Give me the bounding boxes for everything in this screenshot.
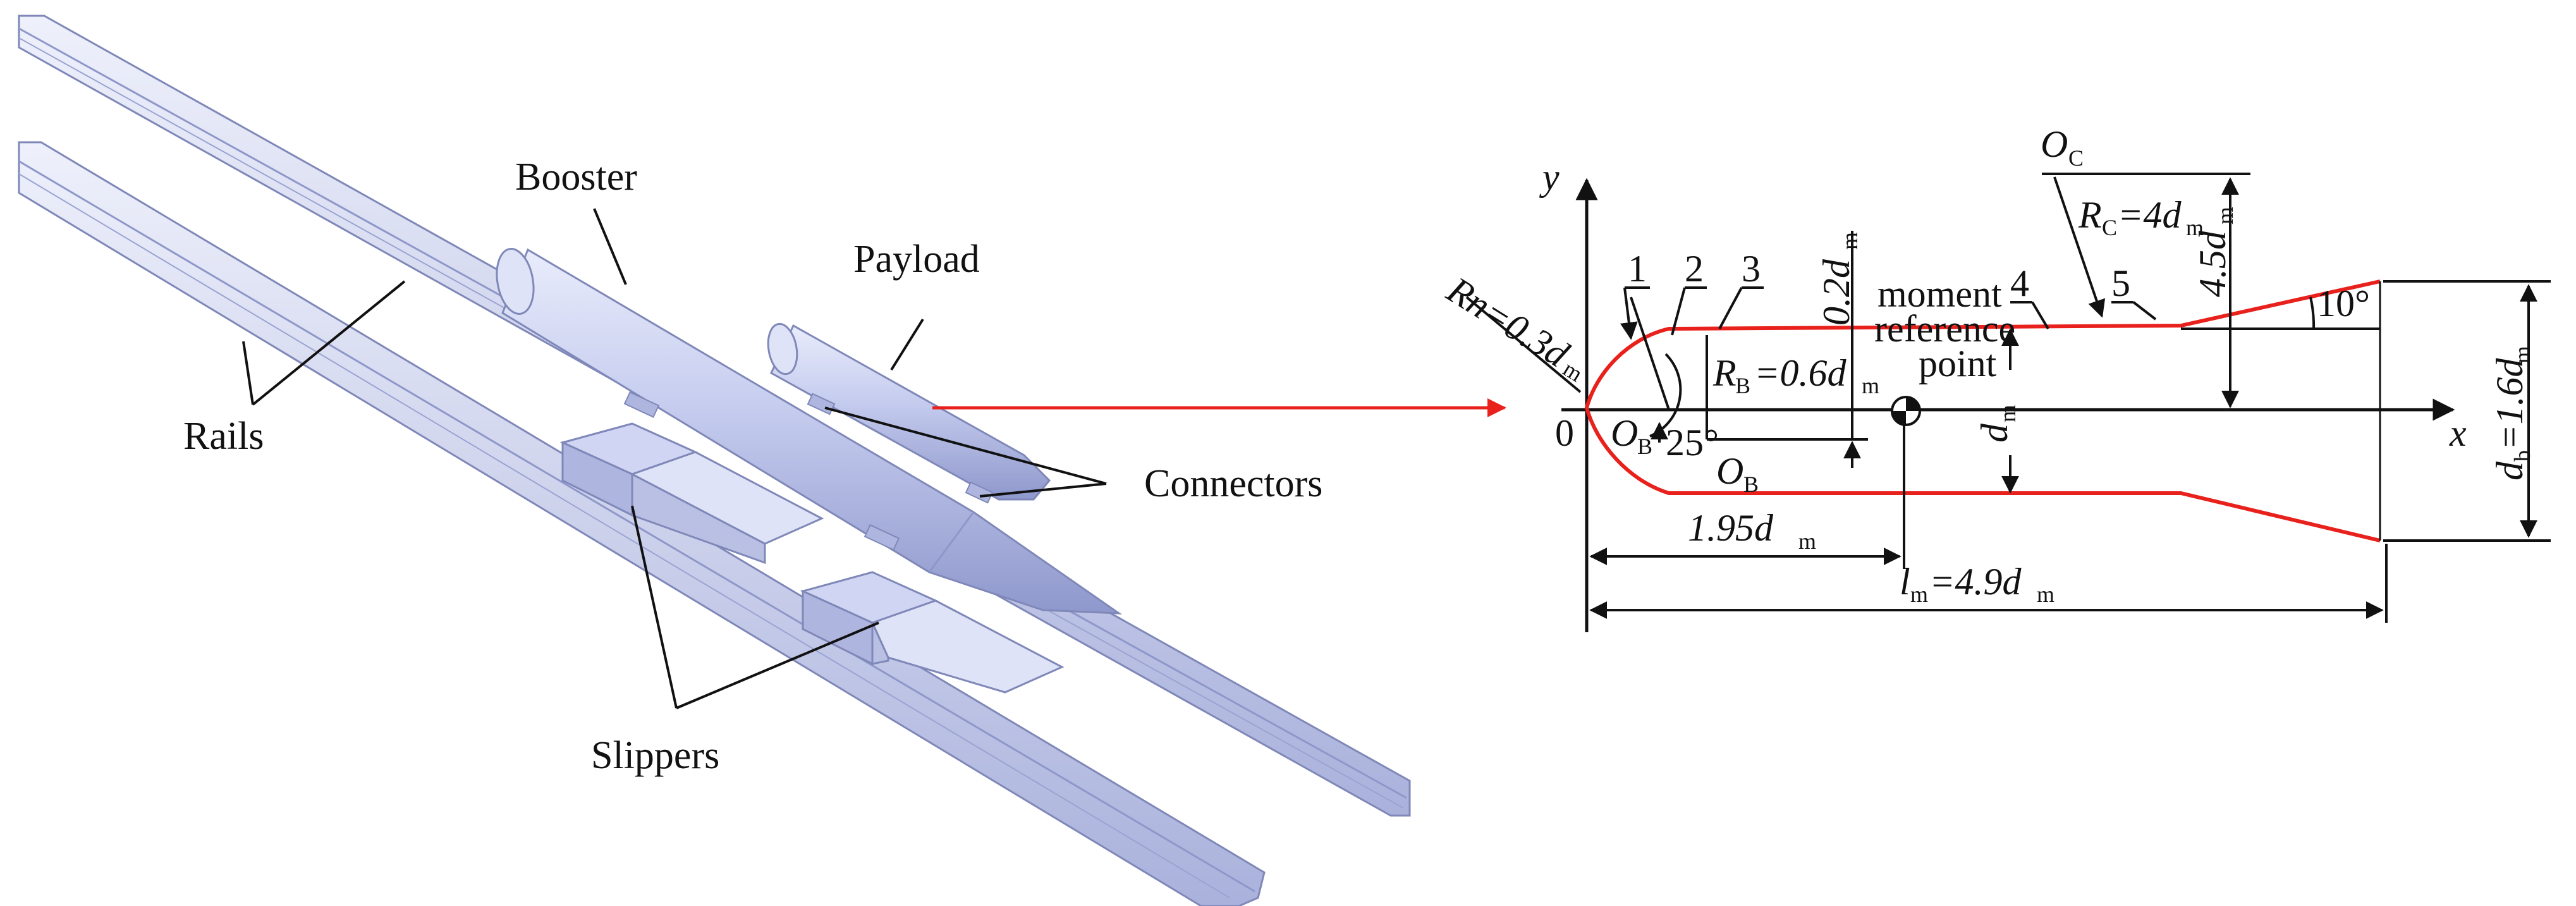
ob-label: O (1611, 412, 1638, 454)
booster-body (496, 248, 1123, 615)
payload-leader (890, 318, 924, 371)
section-1: 1 (1628, 248, 1647, 290)
rb-sub: B (1735, 373, 1750, 398)
db-sub2: m (2510, 346, 2535, 364)
connectors-label: Connectors (1144, 462, 1322, 505)
rb-r: R (1712, 352, 1737, 394)
moment-reference-marker (1891, 396, 1921, 426)
booster-leader (593, 208, 627, 285)
rails-leader-2 (242, 341, 254, 405)
lm-sub: m (1910, 582, 1928, 607)
oc-label: O (2041, 123, 2068, 165)
lower-rail (18, 141, 1266, 906)
rb-sub2: m (1862, 373, 1879, 398)
rc-sub: C (2102, 215, 2117, 240)
dm-sub: m (1995, 405, 2020, 422)
rails-label: Rails (183, 415, 264, 458)
connectors-leader-1 (824, 407, 1107, 485)
rn-label: Rn=0.3d (1439, 269, 1577, 376)
angle-25: 25° (1666, 422, 1719, 463)
body-profile (1584, 279, 2381, 542)
section-3: 3 (1742, 248, 1761, 290)
angle-10: 10° (2317, 283, 2370, 324)
ob-sub: B (1637, 434, 1652, 459)
oc-sub: C (2068, 145, 2084, 171)
d45-label: 4.5d (2192, 230, 2233, 297)
dm-label: d (1974, 423, 2015, 443)
section-4: 4 (2010, 262, 2029, 304)
moment-text-2: reference (1874, 308, 2015, 350)
ob2-sub: B (1743, 472, 1759, 497)
sled-illustration: Booster Payload Rails Connectors Slipper… (18, 15, 1411, 906)
slipper-rear (800, 571, 1065, 694)
lm-value: =4.9d (1929, 561, 2022, 603)
x195-sub: m (1798, 529, 1816, 554)
slipper-front (559, 422, 824, 565)
rc-sub2: m (2186, 215, 2204, 240)
payload-body (767, 322, 1051, 501)
profile-drawing: y x 0 Rn=0.3d m 1 2 3 4 5 O B 25° (1439, 123, 2551, 632)
section-2: 2 (1685, 248, 1704, 290)
connectors-leader-2 (979, 482, 1107, 498)
ob2-label: O (1716, 450, 1743, 492)
origin-label: 0 (1555, 412, 1574, 454)
db-value: =1.6d (2489, 358, 2530, 450)
moment-text-3: point (1919, 343, 1997, 384)
shift-02: 0.2d (1816, 259, 1857, 326)
db-sub: b (2510, 450, 2535, 462)
rn-leader (1465, 296, 1582, 393)
rails-leader-1 (252, 280, 406, 406)
x-axis-label: x (2449, 412, 2467, 454)
x195-label: 1.95d (1688, 507, 1774, 549)
db-d: d (2489, 461, 2530, 481)
rc-r: R (2078, 194, 2102, 236)
booster-label: Booster (515, 156, 637, 199)
slippers-leader-1 (631, 505, 678, 709)
rb-value: =0.6d (1754, 352, 1847, 394)
slippers-leader-2 (676, 621, 879, 709)
slippers-label: Slippers (591, 734, 719, 777)
moment-text-1: moment (1877, 273, 2002, 315)
shift-02-sub: m (1837, 232, 1862, 250)
d45-sub: m (2213, 207, 2238, 224)
rc-value: =4d (2118, 194, 2182, 236)
lm-sub2: m (2037, 582, 2054, 607)
y-axis-label: y (1539, 156, 1560, 198)
lm-l: l (1900, 561, 1910, 603)
section-5: 5 (2111, 262, 2130, 304)
payload-label: Payload (853, 238, 980, 281)
